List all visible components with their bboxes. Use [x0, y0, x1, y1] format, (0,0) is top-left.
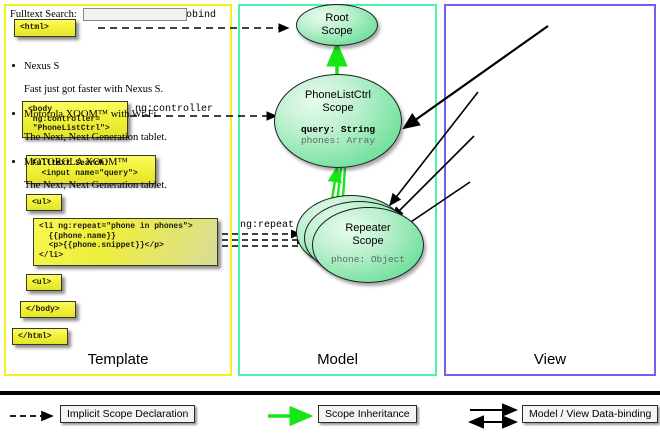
scope-phonelistctrl-prop-query: query: String: [300, 124, 376, 135]
scope-repeater-prop-phone: phone: Object: [330, 254, 406, 265]
scope-root: Root Scope: [296, 4, 378, 46]
column-label-template: Template: [87, 351, 149, 368]
code-box-html-close: </html>: [12, 328, 68, 345]
phone-snippet: The Next, Next Generation tablet.: [24, 180, 167, 191]
legend-label-databinding: Model / View Data-binding: [522, 405, 659, 423]
code-box-li-repeat: <li ng:repeat="phone in phones"> {{phone…: [33, 218, 218, 266]
code-box-body-open: <body ng:controller= "PhoneListCtrl">: [22, 101, 128, 138]
scope-phonelistctrl-title: PhoneListCtrl Scope: [304, 89, 372, 114]
scope-phonelistctrl: PhoneListCtrl Scope query: String phones…: [274, 74, 402, 168]
bullet-icon: [12, 64, 15, 67]
edge-label-repeat: ng:repeat: [240, 220, 295, 231]
scope-phonelistctrl-prop-phones: phones: Array: [300, 135, 376, 146]
column-label-model: Model: [317, 351, 358, 368]
list-item[interactable]: Nexus S: [10, 61, 652, 73]
list-item[interactable]: Motorola XOOM™ with Wi-Fi: [10, 109, 652, 121]
phone-name: Nexus S: [24, 61, 60, 72]
phone-name: Motorola XOOM™ with Wi-Fi: [24, 109, 157, 120]
code-box-body-close: </body>: [20, 301, 76, 318]
bullet-icon: [12, 112, 15, 115]
legend-label-implicit: Implicit Scope Declaration: [60, 405, 196, 423]
code-box-html-open: <html>: [14, 19, 76, 37]
legend-label-inheritance: Scope Inheritance: [318, 405, 417, 423]
scope-repeater: Repeater Scope phone: Object: [312, 207, 424, 283]
view-search-label: Fulltext Search:: [10, 9, 77, 20]
code-box-ul-close: <ul>: [26, 274, 62, 291]
list-item[interactable]: MOTOROLA XOOM™: [10, 157, 652, 169]
legend-divider: [0, 391, 660, 395]
code-box-ul-open: <ul>: [26, 194, 62, 211]
view-content: Fulltext Search: Nexus S Fast just got f…: [10, 8, 652, 192]
legend: Implicit Scope Declaration Scope Inherit…: [0, 399, 660, 435]
phone-name: MOTOROLA XOOM™: [24, 157, 128, 168]
edge-label-controller: ng:controller: [135, 104, 214, 115]
phone-snippet: The Next, Next Generation tablet.: [24, 132, 167, 143]
scope-repeater-title: Repeater Scope: [345, 222, 391, 247]
code-box-fulltext-search: Fulltext Search: <input name="query">: [26, 155, 156, 184]
column-label-view: View: [533, 351, 567, 368]
view-search-row: Fulltext Search:: [10, 8, 652, 21]
phone-list: Nexus S Fast just got faster with Nexus …: [10, 61, 652, 192]
bullet-icon: [12, 160, 15, 163]
phone-snippet: Fast just got faster with Nexus S.: [24, 84, 164, 95]
scope-root-title: Root Scope: [321, 12, 353, 37]
fulltext-search-input[interactable]: [82, 8, 187, 21]
